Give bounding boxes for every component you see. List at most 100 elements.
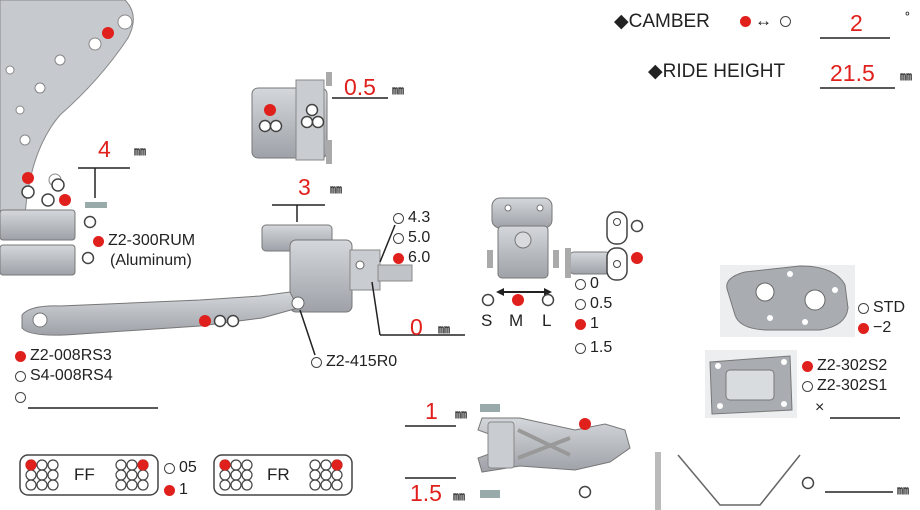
toe-block-ff: [19, 454, 159, 496]
tierod-option-1: Z2-008RS3: [15, 348, 112, 364]
open-mark: [578, 485, 592, 499]
lower-arm-top-unit: ㎜: [455, 407, 468, 421]
red-mark: [102, 27, 114, 39]
camber-dot-selected: [740, 16, 751, 27]
hub-spacer-value: 3: [298, 174, 311, 200]
shock-spacer-dot: [575, 298, 586, 310]
shock-position-l: L: [542, 311, 552, 330]
shock-spacer-option-1: 0: [575, 276, 599, 292]
axle-option-dot: [393, 212, 404, 224]
shock-spacer-part: [565, 211, 628, 281]
shock-position-m: M: [509, 311, 524, 330]
camber-unit: °: [905, 9, 910, 23]
arm-mount-block-upper: [0, 209, 76, 241]
shock-spacer-label: 0.5: [590, 295, 613, 312]
open-mark: [226, 314, 240, 328]
leader-line: [299, 309, 316, 356]
open-mark: [801, 476, 815, 490]
hinge-block-holes: [258, 103, 325, 133]
chassis-plate-option-2: Z2-302S1: [802, 378, 887, 394]
spacer-shim: [85, 202, 107, 208]
axle-option-label: 5.0: [408, 229, 431, 246]
axle-option-1: 4.3: [393, 210, 430, 226]
open-mark: [51, 178, 65, 192]
toe-option-dot-selected: [164, 484, 175, 496]
lower-arm-bottom-unit: ㎜: [453, 489, 466, 503]
shock-tower: [487, 197, 559, 296]
motor-plate: [720, 265, 855, 337]
red-mark: [199, 315, 211, 327]
motor-plate-option-2: −2: [858, 320, 891, 336]
chassis-plate-dot-selected: [802, 360, 813, 372]
toe-block-fr-label: FR: [267, 465, 290, 484]
arm-part-option: Z2-300RUM: [93, 233, 195, 249]
toe-option-label: 05: [179, 459, 197, 476]
toe-block-ff-label: FF: [74, 465, 95, 484]
shock-spacer-label: 1.5: [590, 339, 613, 356]
red-mark: [631, 252, 643, 264]
motor-plate-label: −2: [873, 319, 892, 336]
camber-value: 2: [850, 10, 863, 36]
top-spacer-unit: ㎜: [392, 83, 405, 97]
red-mark: [22, 172, 34, 184]
lower-arm: [405, 404, 631, 498]
open-mark: [21, 185, 35, 199]
axle-option-label: 6.0: [408, 249, 431, 266]
shock-spacer-label: 0: [590, 275, 599, 292]
ride-height-value: 21.5: [830, 60, 875, 86]
toe-option-dot: [164, 462, 175, 474]
divider: [655, 452, 661, 510]
left-spacer-value: 4: [98, 136, 111, 162]
axle-option-2: 5.0: [393, 230, 430, 246]
toe-block-fr: [213, 454, 353, 496]
open-mark: [81, 251, 95, 265]
open-mark: [481, 293, 495, 307]
motor-plate-dot-selected: [858, 322, 869, 334]
pivot-ball: [291, 296, 305, 310]
knuckle-spacer-unit: ㎜: [438, 322, 451, 336]
camber-dot-open: [780, 16, 791, 27]
open-mark: [213, 314, 227, 328]
motor-plate-label: STD: [873, 299, 905, 316]
lower-arm-top-value: 1: [425, 398, 438, 424]
open-mark: [630, 219, 644, 233]
chassis-plate: [705, 350, 797, 418]
camber-label: ◆CAMBER: [614, 11, 710, 32]
arm-part-note: (Aluminum): [110, 252, 192, 269]
hub-spacer-unit: ㎜: [330, 182, 343, 196]
left-spacer-callout: [78, 167, 130, 198]
tie-rod-arm: [21, 291, 299, 336]
v-profile: [677, 454, 801, 506]
shim: [326, 140, 332, 164]
red-mark: [579, 418, 591, 430]
shock-spacer-dot: [575, 342, 586, 354]
ride-height-label: ◆RIDE HEIGHT: [648, 61, 786, 82]
arm-mount-block-lower: [0, 244, 76, 276]
shock-spacer-dot-selected: [575, 318, 586, 330]
knuckle-spacer-value: 0: [410, 314, 423, 340]
tierod-option-label: Z2-008RS3: [30, 347, 112, 364]
top-spacer-value: 0.5: [344, 74, 376, 100]
arm-part-selected-dot: [93, 235, 104, 247]
axle-option-dot: [393, 232, 404, 244]
shock-spacer-option-3: 1: [575, 316, 599, 332]
shock-position-s: S: [481, 311, 493, 330]
rod-end: [32, 312, 48, 328]
steering-part-dot: [311, 356, 322, 368]
shock-spacer-label: 1: [590, 315, 599, 332]
open-mark: [83, 215, 97, 229]
ride-height-unit: ㎜: [900, 69, 913, 83]
steering-part-option: Z2-415R0: [311, 354, 397, 370]
axle-option-dot-selected: [393, 252, 404, 264]
red-mark: [264, 104, 276, 116]
toe-option-1: 05: [164, 460, 197, 476]
open-mark: [541, 293, 555, 307]
motor-plate-option-1: STD: [858, 300, 905, 316]
tierod-option-2: S4-008RS4: [15, 368, 113, 384]
arrow-icon: ↔: [755, 11, 772, 30]
arm-part-label: Z2-300RUM: [108, 232, 196, 249]
tierod-option-dot-selected: [15, 350, 26, 362]
bottom-right-unit: ㎜: [897, 483, 910, 497]
